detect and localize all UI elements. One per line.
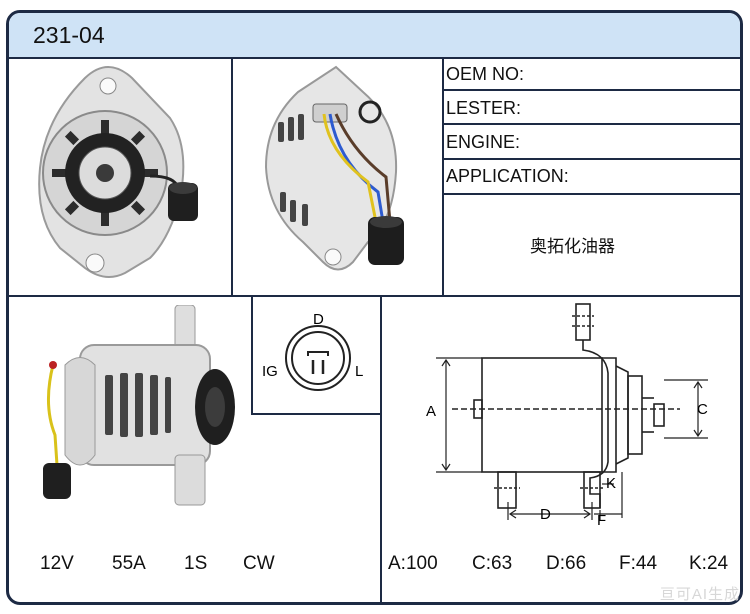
spec-voltage: 12V xyxy=(40,553,74,574)
application-label: APPLICATION: xyxy=(446,166,569,186)
watermark: 亘可AI生成 xyxy=(659,586,740,603)
spec-rotation: CW xyxy=(243,553,275,574)
divider xyxy=(9,295,740,297)
dimension-drawing: A C D F K xyxy=(426,303,708,529)
alternator-side-photo xyxy=(43,305,235,506)
oem-number-label: OEM NO: xyxy=(446,64,525,84)
connector-diagram: D IG L xyxy=(262,311,363,391)
dimension-label-d: D xyxy=(540,506,551,523)
divider xyxy=(442,158,740,160)
dimension-f-value: F:44 xyxy=(619,553,658,574)
alternator-top-photo xyxy=(264,65,404,271)
connector-box-border xyxy=(251,297,253,415)
title-bar: 231-04 xyxy=(9,13,740,59)
spec-pulley: 1S xyxy=(184,553,208,574)
connector-pin-d: D xyxy=(313,311,324,328)
spec-amperage: 55A xyxy=(112,553,146,574)
part-number-title: 231-04 xyxy=(33,22,105,48)
divider xyxy=(442,193,740,195)
dimension-k-value: K:24 xyxy=(689,553,729,574)
application-value: 奥拓化油器 xyxy=(530,237,615,256)
connector-box-border xyxy=(251,413,382,415)
alternator-rear-photo xyxy=(38,66,198,278)
divider xyxy=(442,123,740,125)
divider xyxy=(231,57,233,297)
dimension-label-c: C xyxy=(697,401,708,418)
dimension-c-value: C:63 xyxy=(472,553,513,574)
divider xyxy=(442,57,444,297)
dimension-d-value: D:66 xyxy=(546,553,587,574)
lester-label: LESTER: xyxy=(446,98,522,118)
connector-pin-l: L xyxy=(355,363,363,380)
dimension-label-a: A xyxy=(426,403,436,420)
divider xyxy=(442,89,740,91)
divider xyxy=(380,297,382,602)
dimension-a-value: A:100 xyxy=(388,553,438,574)
dimension-label-k: K xyxy=(606,475,616,492)
dimension-label-f: F xyxy=(597,512,606,529)
engine-label: ENGINE: xyxy=(446,132,521,152)
connector-pin-ig: IG xyxy=(262,363,278,380)
